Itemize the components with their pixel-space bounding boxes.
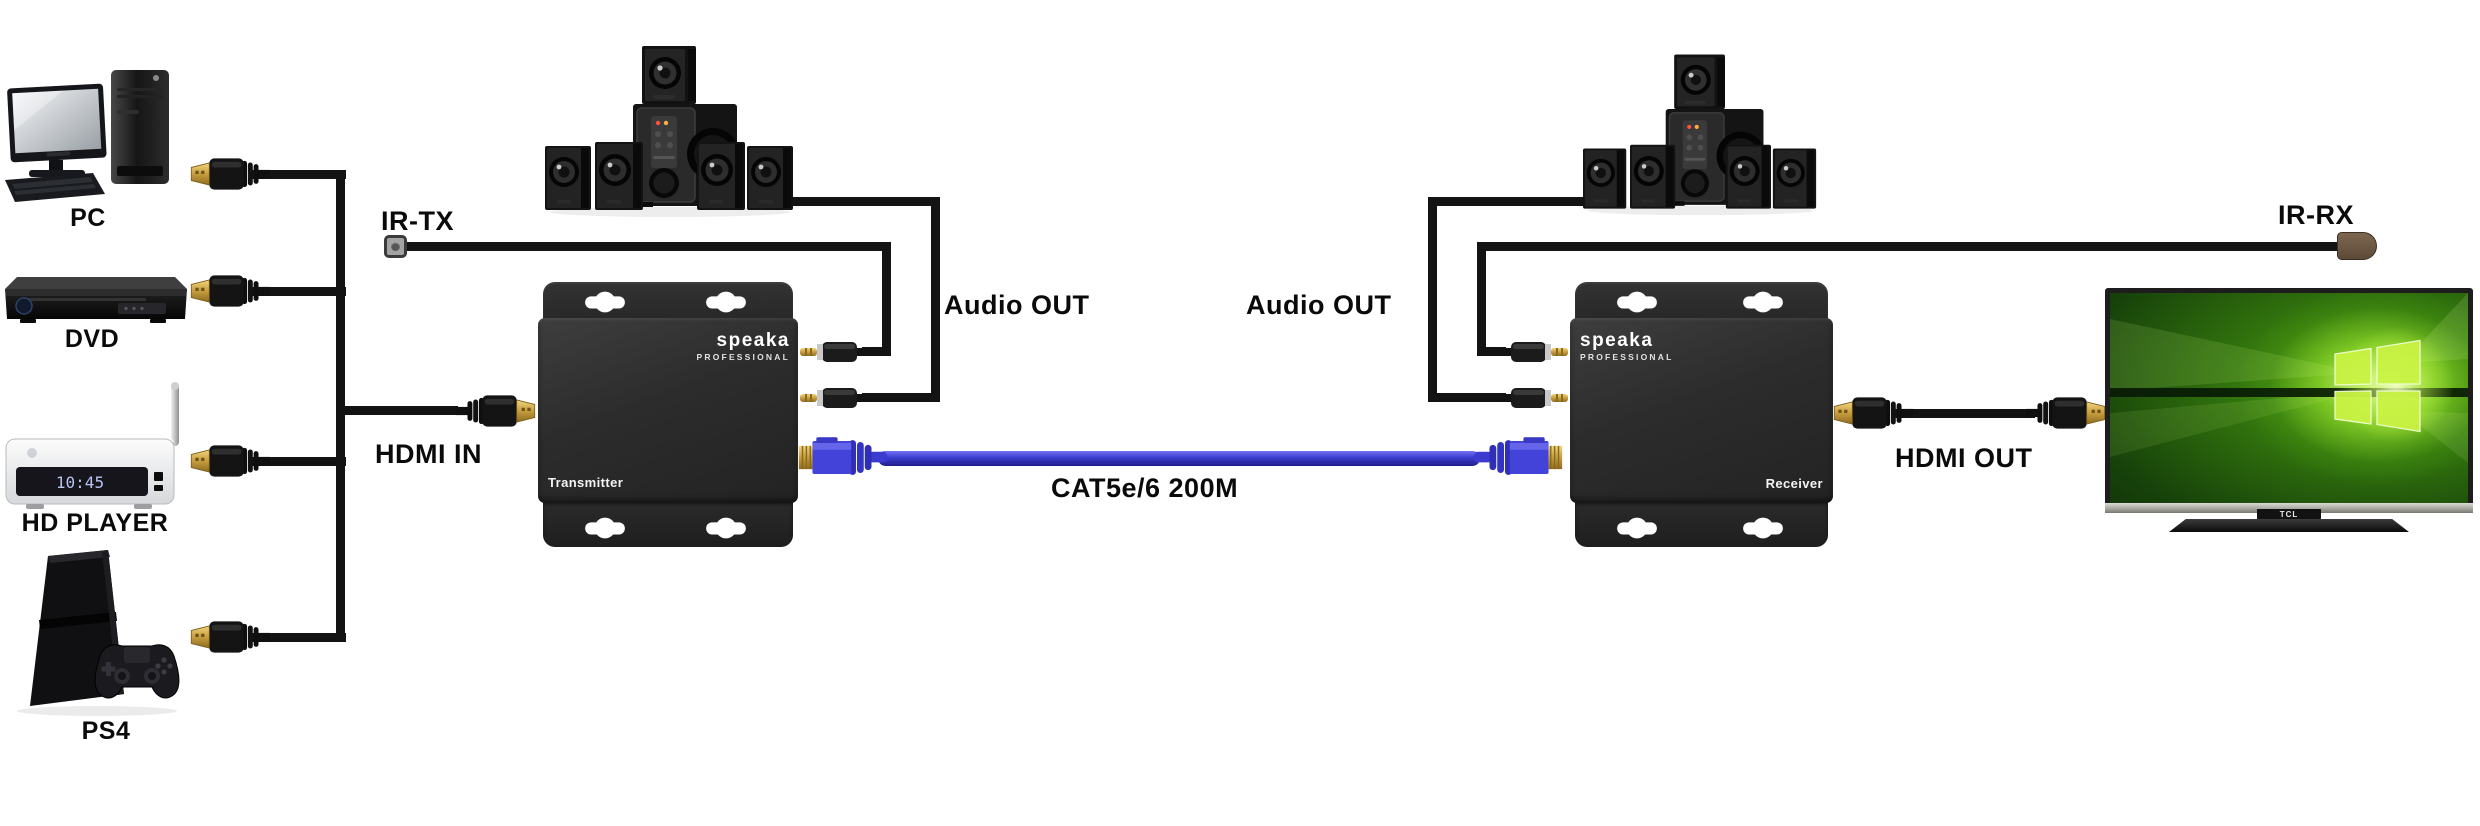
brand-sub: PROFESSIONAL	[696, 352, 790, 362]
keyhole-slot-icon	[1615, 289, 1659, 315]
wire-audio-left-jack-bridge	[862, 393, 940, 402]
receiver-box	[1570, 318, 1833, 503]
hdmi-plug-icon	[188, 440, 270, 482]
cat5e-cable	[878, 451, 1480, 466]
transmitter-label: Transmitter	[548, 475, 624, 490]
hdmi-plug-icon	[188, 153, 270, 195]
receiver-bottom-flange	[1575, 501, 1828, 547]
windows-logo	[2334, 339, 2421, 433]
ir-rx-receiver-icon	[2337, 232, 2377, 260]
audio-jack-icon	[1494, 340, 1572, 364]
label-hdmi-out: HDMI OUT	[1895, 443, 2033, 473]
transmitter-bottom-flange	[543, 501, 793, 547]
wire-ir-tx-vertical	[882, 242, 891, 355]
brand-sub: PROFESSIONAL	[1580, 352, 1674, 362]
keyhole-slot-icon	[1615, 515, 1659, 541]
wire-ir-tx-horizontal	[404, 242, 891, 251]
keyhole-slot-icon	[1741, 289, 1785, 315]
label-hdmi-in: HDMI IN	[375, 439, 482, 469]
wire-dvd-branch	[250, 287, 346, 296]
receiver-label: Receiver	[1765, 476, 1823, 491]
speaker-system-icon	[545, 42, 795, 217]
dvd-player-illustration	[5, 277, 187, 323]
tv-stand	[2169, 519, 2409, 532]
brand-wordmark: speaka	[716, 330, 790, 351]
wire-hdmi-out	[1895, 409, 2035, 418]
rj45-plug-icon	[1474, 437, 1566, 478]
speaker-system-icon	[1583, 48, 1818, 218]
wire-audio-right-jack-bridge	[1428, 393, 1506, 402]
label-audio-out-left: Audio OUT	[944, 290, 1090, 320]
wire-ir-rx-vertical	[1477, 242, 1486, 355]
ps4-illustration	[17, 550, 180, 716]
label-ir-tx: IR-TX	[381, 206, 454, 236]
brand-wordmark: speaka	[1580, 330, 1654, 351]
transmitter-top-flange	[543, 282, 793, 322]
keyhole-slot-icon	[704, 289, 748, 315]
hdmi-plug-icon	[2026, 392, 2108, 434]
audio-jack-icon	[1494, 386, 1572, 410]
tv-bottom-strip	[2105, 503, 2473, 513]
label-hd-player: HD PLAYER	[21, 509, 169, 537]
ir-tx-emitter-icon	[384, 235, 407, 258]
keyhole-slot-icon	[704, 515, 748, 541]
tv: TCL	[2105, 288, 2473, 533]
wire-ir-rx-jack-bridge	[1477, 347, 1506, 356]
hdmi-plug-icon	[456, 390, 538, 432]
receiver-brand: speaka PROFESSIONAL	[1580, 331, 1740, 362]
wire-audio-left-horizontal	[778, 197, 940, 206]
transmitter-box	[538, 318, 798, 503]
hd-player-illustration: 10:45	[5, 382, 179, 509]
receiver-top-flange	[1575, 282, 1828, 322]
wire-ir-tx-jack-bridge	[862, 347, 891, 356]
tv-screen	[2110, 293, 2468, 503]
tv-wallpaper	[2110, 293, 2468, 463]
label-cat-cable: CAT5e/6 200M	[1051, 473, 1239, 503]
label-ir-rx: IR-RX	[2278, 200, 2354, 230]
hd-player-clock: 10:45	[56, 473, 104, 492]
wire-audio-right-horizontal	[1428, 197, 1603, 206]
hdmi-plug-icon	[188, 616, 270, 658]
wire-hdmi-in-feed	[336, 406, 458, 415]
label-ps4: PS4	[81, 717, 131, 745]
label-audio-out-right: Audio OUT	[1246, 290, 1392, 320]
keyhole-slot-icon	[583, 289, 627, 315]
wire-ir-rx-horizontal	[1477, 242, 2343, 251]
wire-audio-right-vertical	[1428, 197, 1437, 402]
transmitter-brand: speaka PROFESSIONAL	[640, 331, 790, 362]
wire-pc-branch	[250, 170, 346, 179]
rj45-plug-icon	[795, 437, 887, 478]
tv-brand-badge: TCL	[2257, 509, 2321, 522]
label-dvd: DVD	[64, 325, 120, 353]
ir-emitter-lens	[391, 242, 400, 251]
audio-jack-icon	[796, 340, 874, 364]
wire-audio-left-vertical	[931, 197, 940, 402]
audio-jack-icon	[796, 386, 874, 410]
wire-ps4-branch	[250, 633, 346, 642]
hdmi-plug-icon	[188, 270, 270, 312]
keyhole-slot-icon	[1741, 515, 1785, 541]
label-pc: PC	[70, 204, 106, 232]
keyhole-slot-icon	[583, 515, 627, 541]
pc-illustration	[5, 70, 169, 202]
wire-hdplayer-branch	[250, 457, 346, 466]
hdmi-plug-icon	[1831, 392, 1913, 434]
